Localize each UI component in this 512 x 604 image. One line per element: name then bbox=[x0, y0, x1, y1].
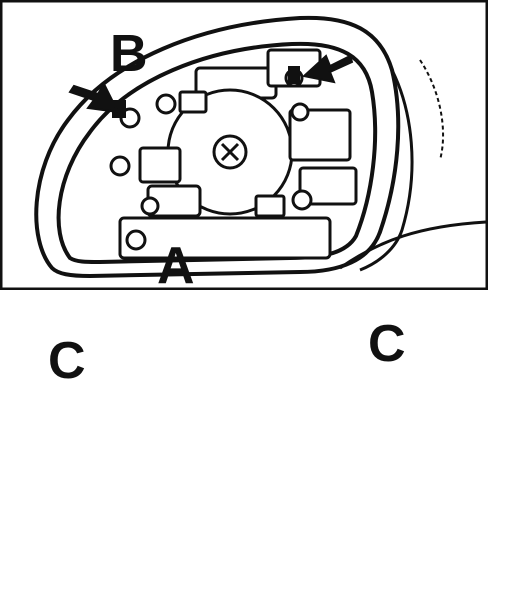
arrow-c-left-icon bbox=[68, 81, 120, 114]
door-edge bbox=[339, 220, 487, 270]
callout-label-c-right: C bbox=[368, 315, 406, 373]
retaining-clips bbox=[112, 66, 300, 118]
callout-label-a: A bbox=[157, 237, 195, 295]
dashed-edge bbox=[419, 59, 445, 161]
arrow-c-right-icon bbox=[301, 54, 354, 84]
trim-line bbox=[359, 69, 414, 272]
callout-label-c-left: C bbox=[48, 332, 86, 390]
callout-label-b: B bbox=[110, 25, 148, 83]
bottom-panel-mirror-motor-housing bbox=[0, 0, 488, 290]
